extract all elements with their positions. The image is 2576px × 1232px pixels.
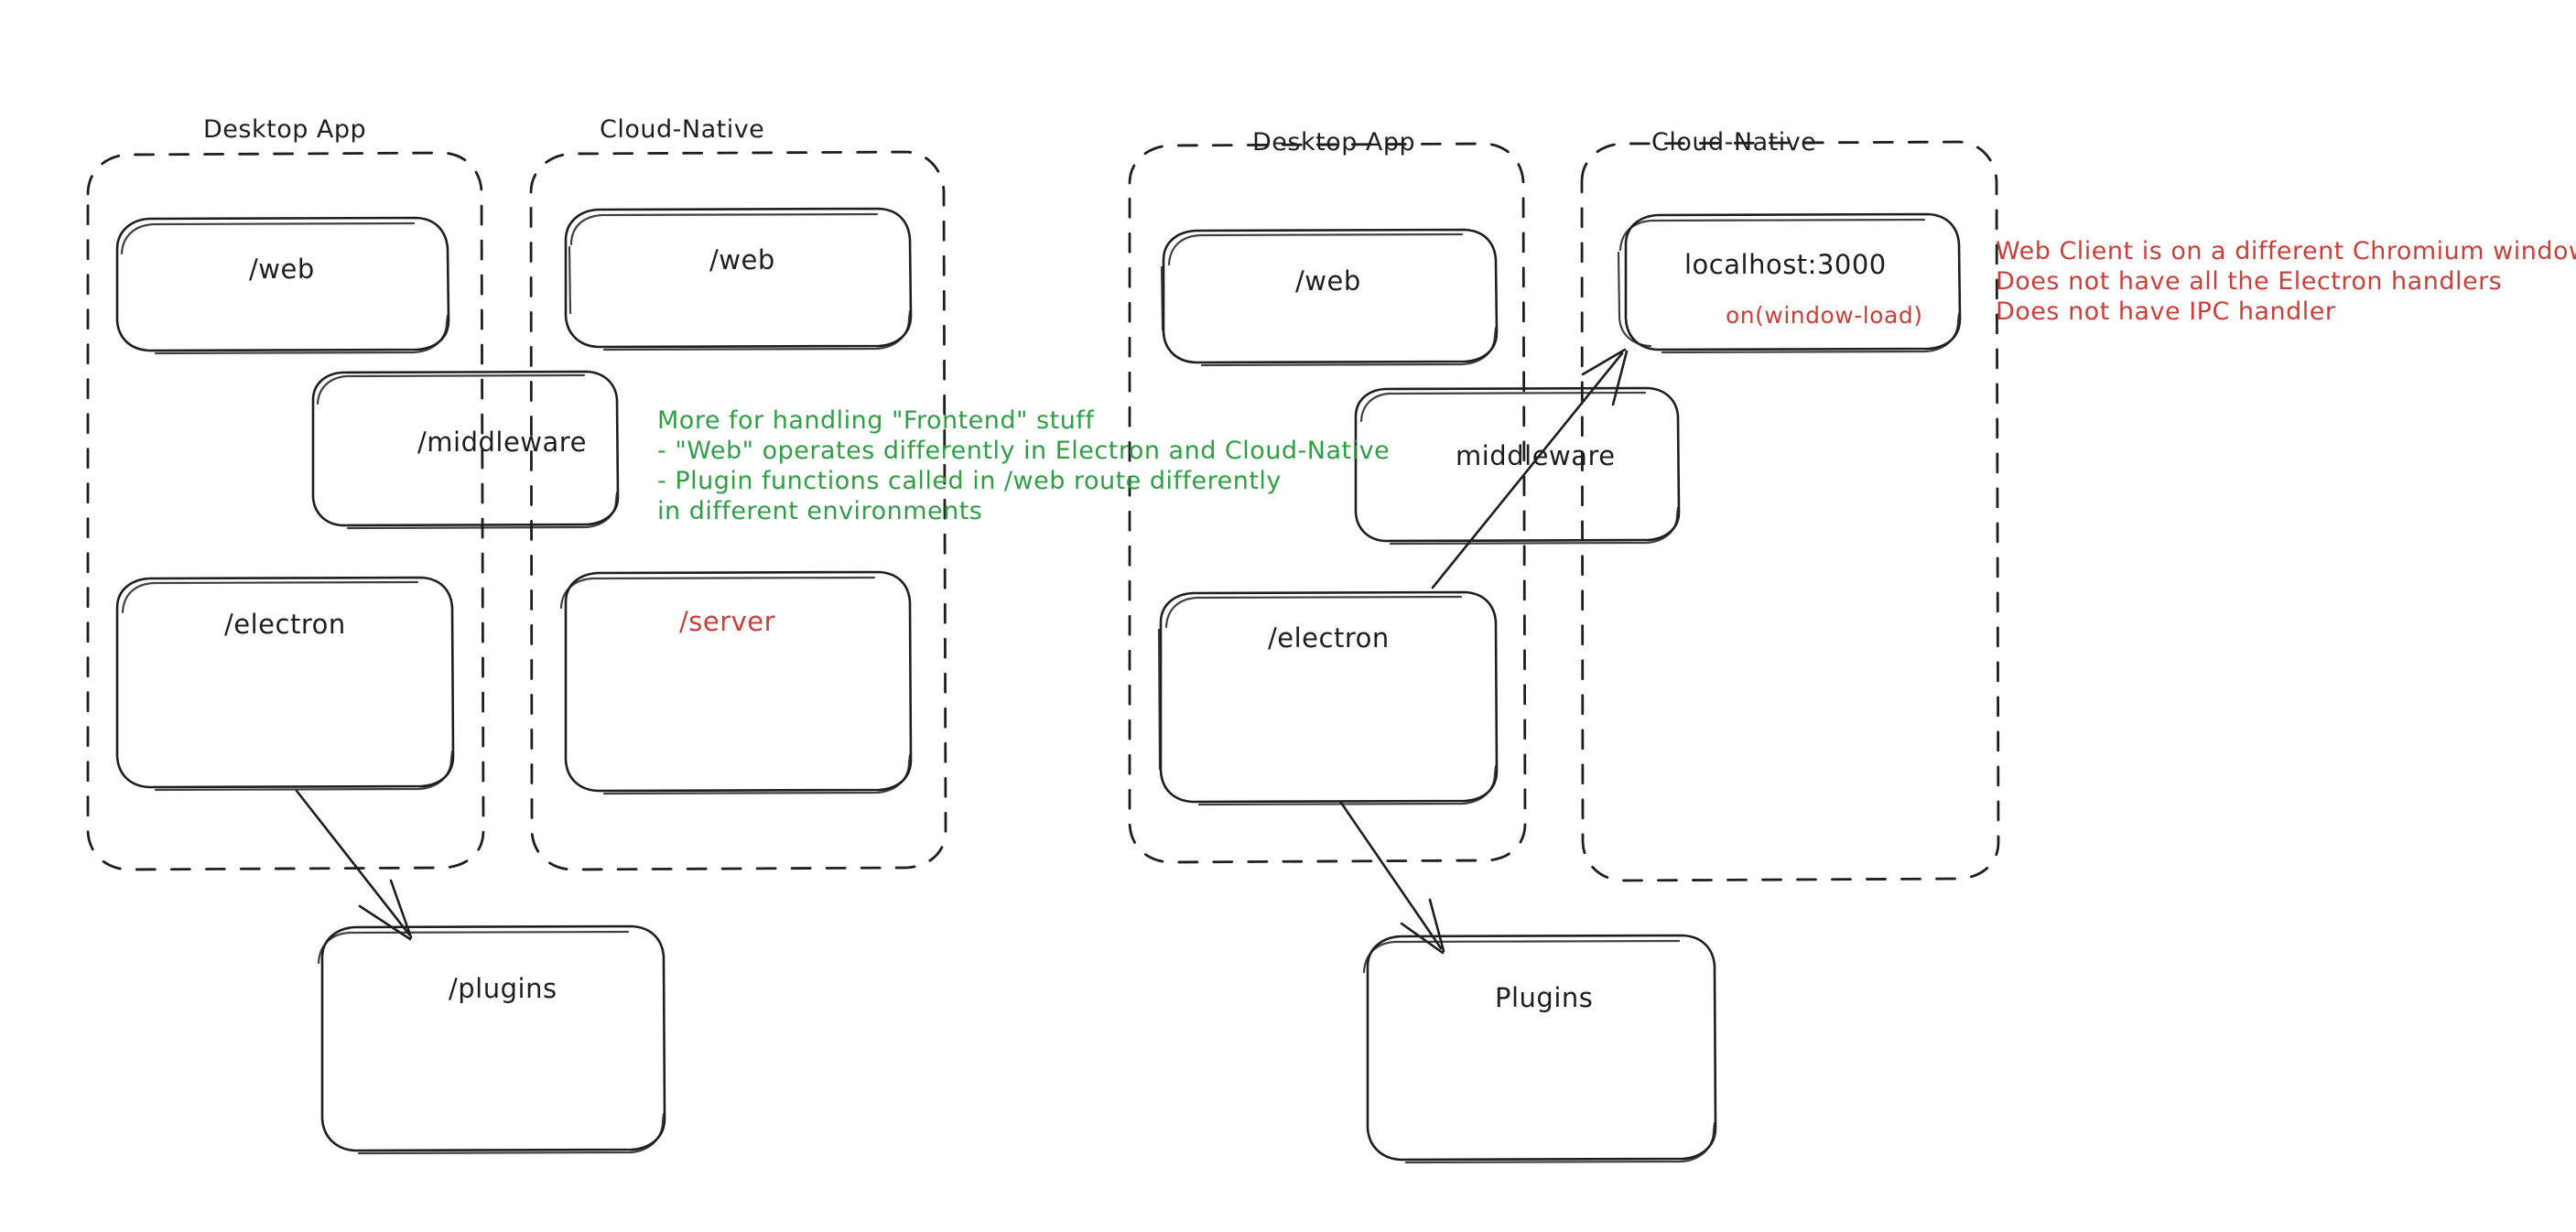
left-box-label-web-desktop: /web xyxy=(249,254,315,285)
left-box-server xyxy=(559,570,913,795)
right-box-label-web: /web xyxy=(1295,265,1361,297)
right-group-cloud-native xyxy=(1580,140,2000,882)
right-group-desktop-app xyxy=(1128,142,1527,864)
right-box-electron xyxy=(1157,590,1499,806)
left-group-label-desktop-app: Desktop App xyxy=(203,115,367,144)
red-annotation: Web Client is on a different Chromium wi… xyxy=(1996,236,2576,327)
right-box-plugins xyxy=(1362,934,1717,1164)
right-box-label-plugins: Plugins xyxy=(1495,982,1594,1013)
left-box-label-middleware: /middleware xyxy=(417,427,587,458)
left-box-electron xyxy=(115,576,455,792)
left-box-label-server: /server xyxy=(679,606,776,637)
right-arrow-electron-to-localhost xyxy=(1431,348,1629,589)
right-box-label-on-window-load: on(window-load) xyxy=(1726,302,1923,329)
left-box-label-web-cloud: /web xyxy=(709,244,775,276)
left-group-label-cloud-native: Cloud-Native xyxy=(600,115,765,144)
right-group-label-cloud-native: Cloud-Native xyxy=(1651,128,1817,157)
right-box-web xyxy=(1160,228,1499,367)
right-box-middleware xyxy=(1354,386,1681,546)
right-box-label-electron: /electron xyxy=(1268,622,1390,654)
left-box-middleware xyxy=(311,370,620,530)
right-box-localhost xyxy=(1617,212,1962,354)
left-group-desktop-app xyxy=(86,151,485,871)
red-annotation-line-3: Does not have IPC handler xyxy=(1996,297,2336,326)
red-annotation-line-1: Web Client is on a different Chromium wi… xyxy=(1996,237,2576,265)
green-annotation: More for handling "Frontend" stuff - "We… xyxy=(657,406,1391,525)
left-arrow-electron-to-plugins xyxy=(295,789,413,941)
right-box-label-middleware: middleware xyxy=(1456,440,1616,471)
left-box-web-desktop xyxy=(115,216,450,355)
right-group-label-desktop-app: Desktop App xyxy=(1252,128,1416,157)
left-box-plugins xyxy=(317,924,666,1155)
right-box-label-localhost: localhost:3000 xyxy=(1684,249,1887,280)
left-box-label-plugins: /plugins xyxy=(449,973,557,1004)
left-box-web-cloud xyxy=(564,207,913,351)
red-annotation-line-2: Does not have all the Electron handlers xyxy=(1996,267,2503,296)
right-arrow-electron-to-plugins xyxy=(1339,801,1445,955)
left-box-label-electron: /electron xyxy=(224,609,346,640)
left-group-cloud-native xyxy=(529,150,947,871)
